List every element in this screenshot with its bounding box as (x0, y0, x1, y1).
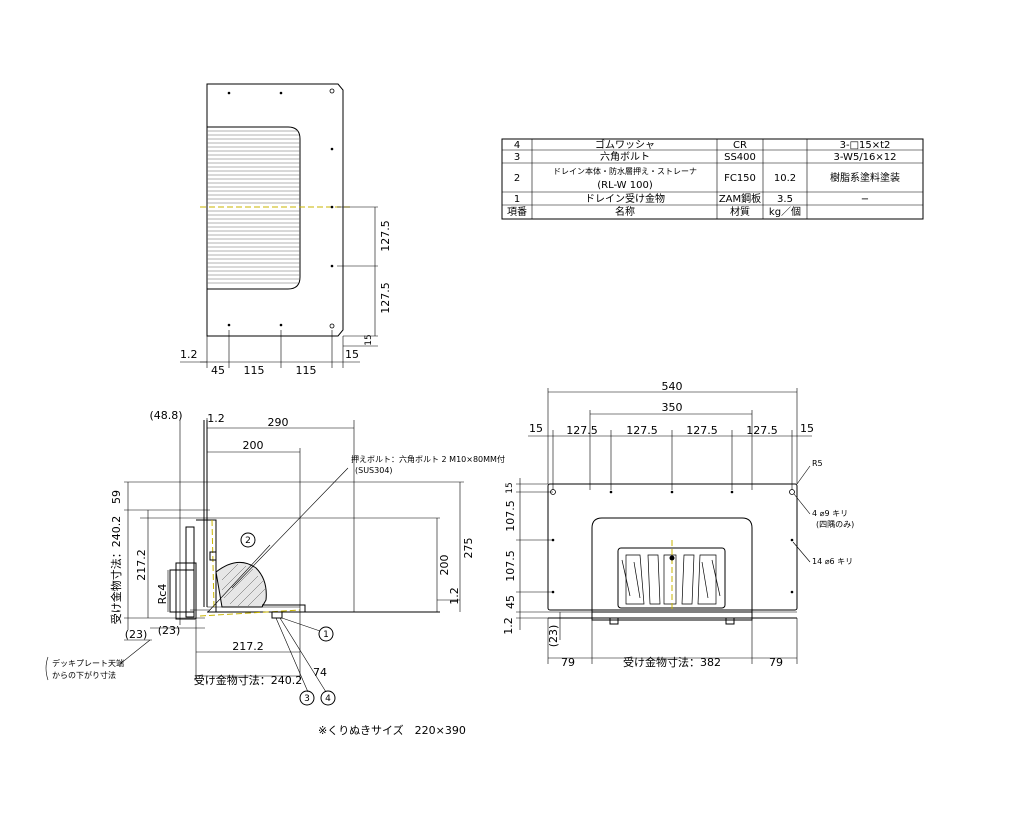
grating-lines (207, 130, 300, 284)
table-header-weight: kg／個 (769, 205, 801, 218)
sec-dim-240h: 受け金物寸法：240.2 (194, 673, 303, 687)
top-dim-1-2: 1.2 (180, 348, 198, 361)
table-r3-name: ドレイン本体・防水層押え・ストレーナ (553, 166, 697, 176)
top-view: 127.5 127.5 15 1.2 45 115 115 15 (180, 83, 392, 377)
front-dim-540: 540 (662, 380, 683, 393)
deck-note: デッキプレート天端 (52, 658, 124, 668)
front-dim-1-2: 1.2 (502, 617, 515, 635)
front-dim-107a: 107.5 (504, 500, 517, 532)
sec-dim-200: 200 (243, 439, 264, 452)
front-view: 540 350 15 15 127.5 127.5 127.5 127.5 15… (502, 380, 854, 669)
sec-dim-217h: 217.2 (232, 640, 264, 653)
front-r5: R5 (812, 459, 823, 468)
balloon-2: 2 (245, 536, 251, 546)
table-r1-remark: 3-□15×t2 (840, 140, 891, 151)
sec-dim-48-8: (48.8) (149, 409, 182, 422)
parts-table: 4 ゴムワッシャ CR 3-□15×t2 3 六角ボルト SS400 3-W5/… (501, 138, 924, 220)
sec-callout2: (SUS304) (355, 466, 393, 475)
table-r4-no: 1 (514, 194, 520, 205)
sec-dim-59: 59 (110, 490, 123, 504)
top-dim-127a: 127.5 (379, 220, 392, 252)
front-dim-79a: 79 (561, 656, 575, 669)
table-r4-mat: ZAM鋼板 (719, 192, 761, 205)
table-r2-no: 3 (514, 152, 520, 163)
table-r2-name: 六角ボルト (600, 151, 650, 163)
top-dim-45: 45 (211, 364, 225, 377)
table-header-mat: 材質 (730, 205, 750, 218)
top-dim-115b: 115 (296, 364, 317, 377)
balloon-4: 4 (325, 694, 331, 704)
front-dim-127d: 127.5 (746, 424, 778, 437)
front-dim-127c: 127.5 (686, 424, 718, 437)
table-r3-name2: (RL-W 100) (597, 180, 653, 191)
front-hole2: 14 ⌀6 キリ (812, 557, 853, 566)
table-header-name: 名称 (615, 205, 635, 218)
deck-note2: からの下がり寸法 (52, 670, 116, 680)
front-dim-107b: 107.5 (504, 550, 517, 582)
table-header-no: 項番 (507, 206, 527, 218)
sec-dim-290: 290 (268, 416, 289, 429)
sec-dim-200v: 200 (438, 555, 451, 576)
front-dim-45: 45 (504, 595, 517, 609)
sec-dim-74: 74 (313, 666, 327, 679)
front-dim-382: 受け金物寸法：382 (623, 655, 721, 669)
top-dim-15v: 15 (364, 334, 374, 345)
table-r3-weight: 10.2 (774, 173, 796, 184)
table-r3-no: 2 (514, 173, 520, 184)
front-dim-23: (23) (547, 625, 560, 648)
sec-dim-1-2v: 1.2 (448, 587, 461, 605)
sec-dim-23b: (23) (158, 624, 181, 637)
table-r1-name: ゴムワッシャ (595, 138, 655, 151)
front-hole1b: (四隅のみ) (816, 520, 854, 529)
front-dim-127a: 127.5 (566, 424, 598, 437)
top-dim-127b: 127.5 (379, 282, 392, 314)
table-r4-name: ドレイン受け金物 (585, 192, 665, 205)
front-dim-15a: 15 (529, 422, 543, 435)
table-r2-remark: 3-W5/16×12 (833, 152, 896, 163)
top-dim-15: 15 (345, 348, 359, 361)
table-r4-weight: 3.5 (777, 194, 793, 205)
front-dim-15b: 15 (800, 422, 814, 435)
section-view: (48.8) 1.2 290 200 59 受け金物寸法：240.2 217.2… (45, 409, 505, 706)
front-dim-79b: 79 (769, 656, 783, 669)
sec-dim-275: 275 (462, 538, 475, 559)
table-r3-mat: FC150 (724, 173, 756, 184)
front-dim-127b: 127.5 (626, 424, 658, 437)
balloon-1: 1 (323, 630, 329, 640)
sec-dim-23a: (23) (125, 628, 148, 641)
table-r3-remark: 樹脂系塗料塗装 (830, 171, 900, 184)
table-r2-mat: SS400 (724, 152, 756, 163)
sec-dim-217v: 217.2 (135, 549, 148, 581)
sec-rc4: Rc4 (156, 584, 169, 605)
table-r4-remark: − (861, 194, 869, 205)
sec-dim-240v: 受け金物寸法：240.2 (109, 516, 123, 625)
table-r1-no: 4 (514, 140, 520, 151)
top-dim-115a: 115 (244, 364, 265, 377)
front-dim-350: 350 (662, 401, 683, 414)
footer-note: ※くりぬきサイズ 220×390 (318, 723, 466, 737)
front-hole1: 4 ⌀9 キリ (812, 509, 848, 518)
table-r1-mat: CR (733, 140, 747, 151)
sec-callout: 押えボルト：六角ボルト 2 M10×80MM付 (351, 454, 505, 464)
balloon-3: 3 (304, 694, 310, 704)
sec-dim-1-2: 1.2 (207, 412, 225, 425)
front-dim-15v: 15 (505, 482, 515, 493)
